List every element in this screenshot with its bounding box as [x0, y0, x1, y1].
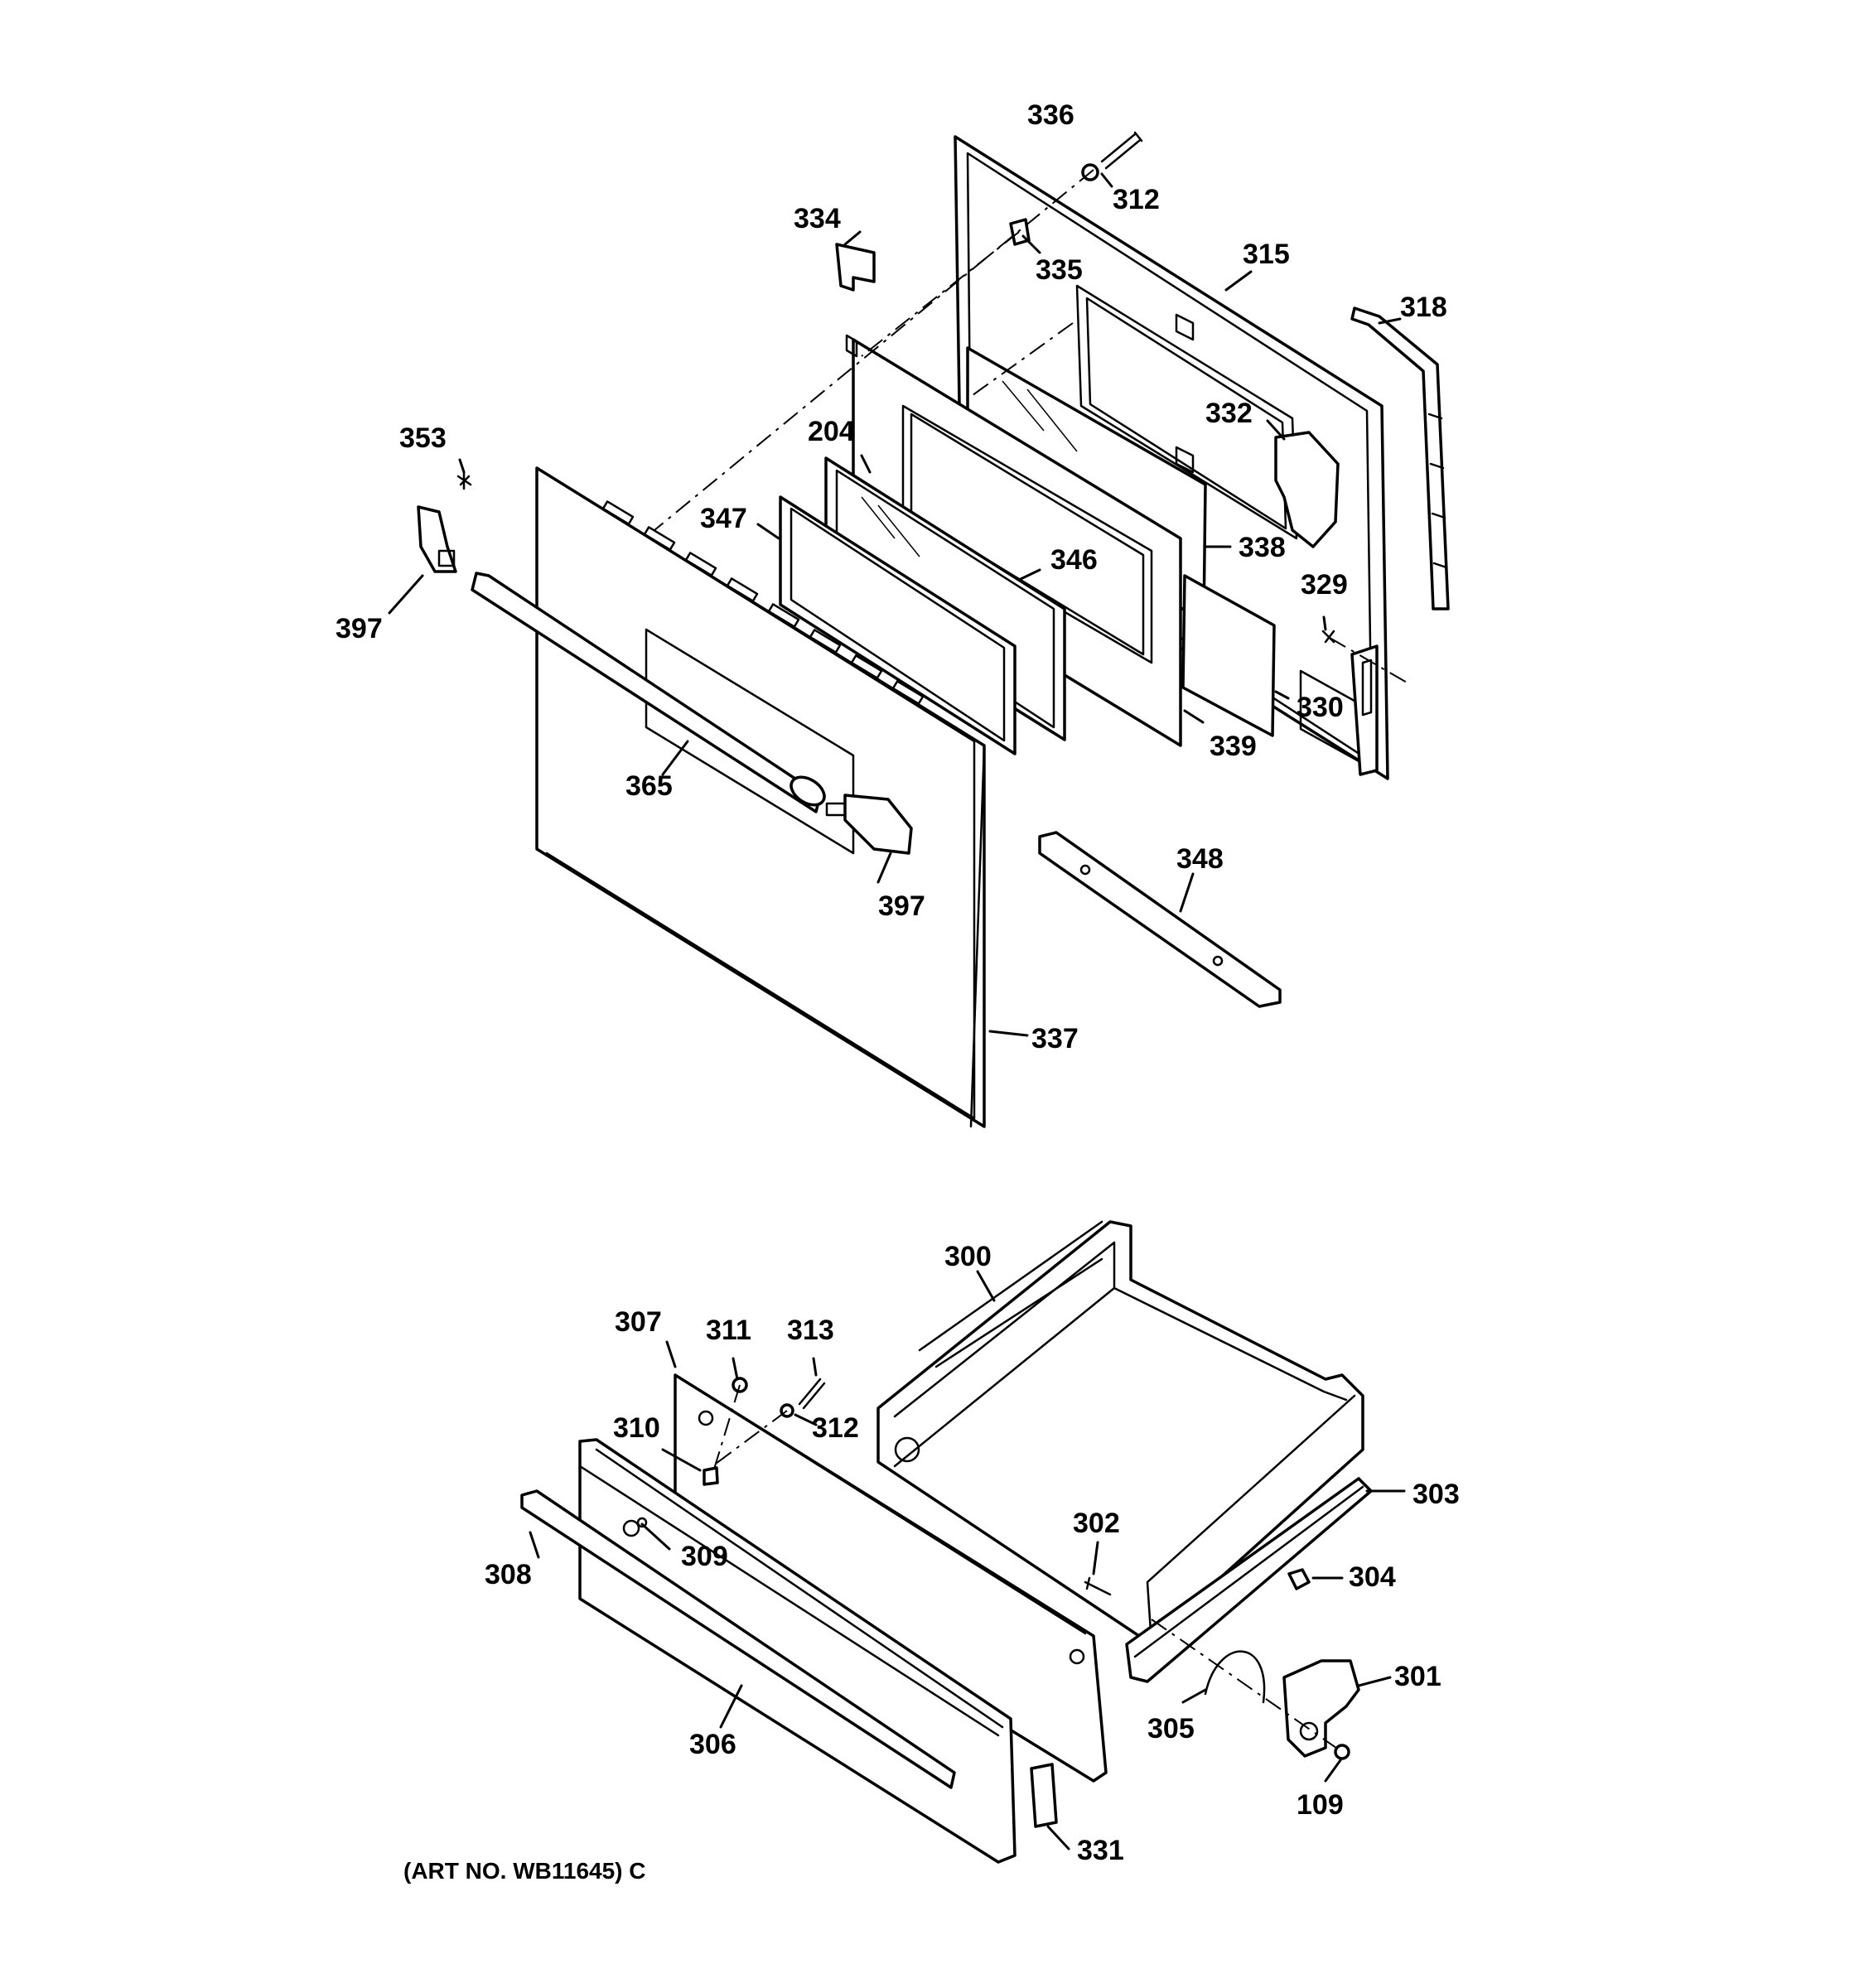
leader-lines	[388, 172, 1406, 1850]
part-305-spring	[1204, 1650, 1266, 1704]
part-334-hinge-bracket	[835, 243, 876, 292]
part-331-end-bracket	[1030, 1763, 1058, 1828]
part-329-screw	[1321, 630, 1335, 644]
callout-204: 204	[808, 416, 855, 447]
part-304-stop	[1287, 1568, 1311, 1590]
part-348-bottom-bracket	[1038, 831, 1282, 1008]
part-109-nut	[1334, 1744, 1350, 1760]
callout-312b: 312	[812, 1412, 859, 1444]
callout-307: 307	[615, 1306, 662, 1338]
art-number: (ART NO. WB11645) C	[403, 1858, 646, 1884]
callout-308: 308	[485, 1559, 532, 1590]
callout-348: 348	[1176, 843, 1224, 875]
callout-310: 310	[613, 1412, 660, 1444]
callout-309: 309	[681, 1541, 728, 1572]
part-347-window-frame	[779, 495, 1017, 755]
callout-330: 330	[1297, 692, 1344, 723]
callout-305: 305	[1147, 1713, 1195, 1744]
callout-347: 347	[700, 503, 747, 534]
part-310-clip	[703, 1466, 719, 1486]
part-313-screw	[798, 1378, 826, 1410]
callout-301: 301	[1394, 1661, 1441, 1692]
callout-304: 304	[1349, 1561, 1396, 1593]
part-336-screw	[1100, 131, 1143, 170]
callout-346: 346	[1050, 544, 1098, 576]
part-309-screw	[636, 1517, 648, 1528]
callout-332: 332	[1205, 398, 1253, 429]
callout-334: 334	[794, 203, 841, 234]
part-318-side-trim	[1350, 306, 1450, 610]
callout-329: 329	[1301, 569, 1348, 601]
callout-303: 303	[1412, 1479, 1460, 1510]
callout-306: 306	[689, 1729, 736, 1760]
part-332-insulation-block	[1274, 431, 1340, 548]
callout-300: 300	[944, 1241, 992, 1272]
callout-336: 336	[1027, 99, 1074, 131]
callout-397b: 397	[878, 890, 925, 922]
alignment-lines-door	[654, 169, 1409, 684]
door-vent-slots	[601, 500, 925, 705]
callout-315: 315	[1243, 239, 1290, 270]
callout-109: 109	[1297, 1789, 1344, 1821]
alignment-lines-drawer	[712, 1384, 1343, 1753]
callout-labels: 336 312 334 335 315 318 353 204 332 347 …	[336, 99, 1460, 1884]
part-365-door-handle	[471, 572, 826, 813]
callout-318: 318	[1400, 292, 1447, 323]
part-300-drawer-body	[876, 1220, 1364, 1646]
callout-337: 337	[1031, 1023, 1079, 1054]
oven-door-assembly	[417, 131, 1450, 1128]
part-302-screw	[1084, 1576, 1112, 1596]
callout-311: 311	[706, 1315, 751, 1346]
callout-338: 338	[1239, 532, 1286, 563]
callout-397: 397	[336, 613, 383, 644]
part-397-handle-end-cap-left	[417, 505, 457, 573]
callout-353: 353	[399, 422, 447, 454]
callout-312: 312	[1113, 184, 1160, 215]
callout-302: 302	[1073, 1508, 1120, 1539]
part-397-handle-end-cap-right	[825, 794, 913, 855]
callout-365: 365	[625, 770, 673, 802]
part-301-bracket	[1282, 1659, 1360, 1758]
part-353-screw	[456, 470, 472, 490]
callout-313: 313	[787, 1315, 834, 1346]
part-330-hinge	[1350, 644, 1379, 776]
drawer-assembly	[520, 1220, 1373, 1864]
part-339-heat-shield	[1181, 574, 1276, 737]
part-303-slide-rail	[1125, 1477, 1373, 1683]
callout-335: 335	[1036, 254, 1083, 286]
callout-339: 339	[1210, 731, 1257, 762]
part-308-drawer-trim	[520, 1489, 956, 1789]
callout-331: 331	[1077, 1835, 1124, 1866]
